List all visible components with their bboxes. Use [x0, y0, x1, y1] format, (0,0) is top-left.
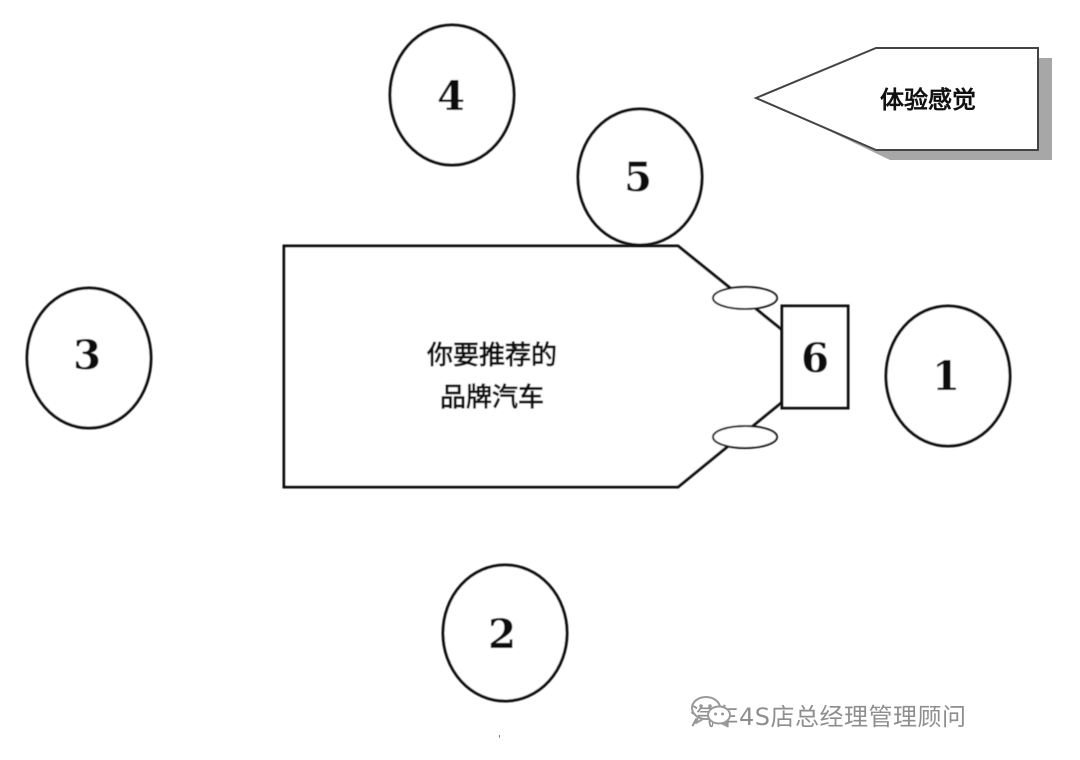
position-5-label: 5: [624, 154, 652, 201]
car-mirror-bottom: [712, 425, 778, 449]
position-1-circle: [884, 304, 1012, 448]
car-mirror-top: [712, 286, 778, 310]
small-mark: ': [498, 734, 501, 745]
position-2-circle: [441, 563, 569, 703]
position-5: 5: [576, 107, 704, 247]
arrow-label: 体验感觉: [880, 86, 976, 114]
watermark: 汽车4S店总经理管理顾问: [690, 694, 967, 734]
position-2-label: 2: [488, 611, 516, 658]
car-label-line2: 品牌汽车: [440, 382, 544, 413]
position-6: 6: [780, 304, 850, 410]
position-4: 4: [388, 23, 516, 167]
car-label-line1: 你要推荐的: [426, 340, 557, 371]
position-3-circle: [25, 286, 153, 430]
arrow-shape: [753, 47, 1039, 151]
position-1: 1: [884, 304, 1012, 448]
wechat-icon: [691, 696, 731, 727]
position-6-box: [780, 304, 850, 410]
position-5-circle: [576, 107, 704, 247]
position-6-label: 6: [801, 335, 829, 382]
watermark-text: 汽车4S店总经理管理顾问: [690, 702, 967, 731]
position-3-label: 3: [73, 332, 101, 379]
position-3: 3: [25, 286, 153, 430]
position-4-label: 4: [437, 73, 465, 120]
car: 你要推荐的 品牌汽车: [282, 244, 784, 489]
experience-arrow: 体验感觉: [753, 47, 1052, 160]
position-1-label: 1: [932, 353, 960, 400]
position-2: 2: [441, 563, 569, 703]
position-4-circle: [388, 23, 516, 167]
